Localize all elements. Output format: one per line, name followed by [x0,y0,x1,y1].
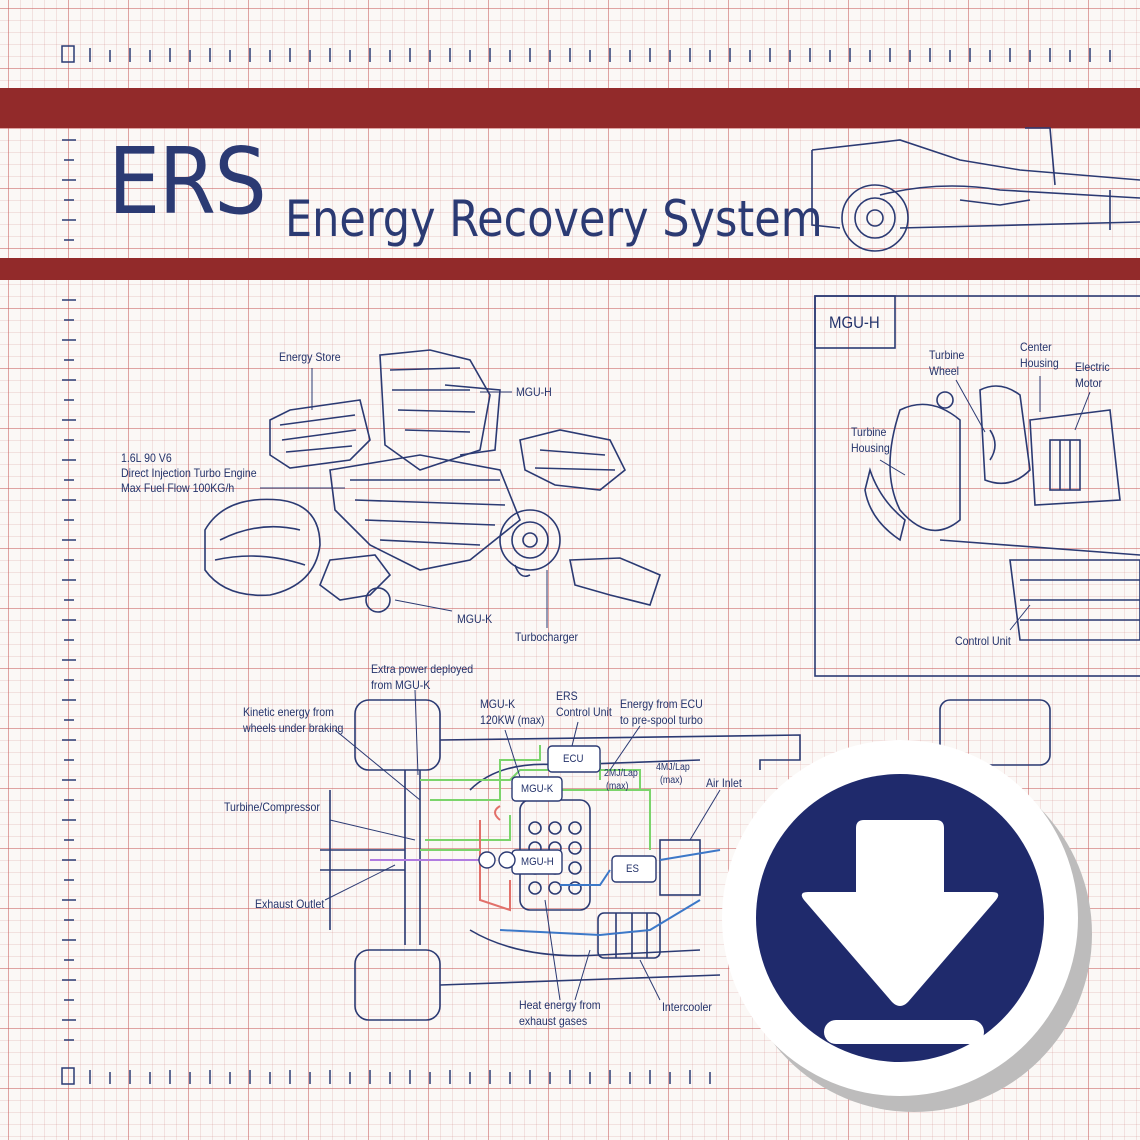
label-turbine-wheel-1: Turbine [929,348,965,362]
label-ers-cu-2: Control Unit [556,705,612,719]
label-mgu-k: MGU-K [457,612,493,626]
label-extra-power-2: from MGU-K [371,678,431,692]
ruler-bottom [61,1067,711,1085]
mguh-cutaway-drawing [864,385,1140,641]
top-band [0,88,1140,128]
label-exhaust-outlet: Exhaust Outlet [255,897,325,911]
label-turbine-housing-2: Housing [851,441,890,455]
label-turbocharger: Turbocharger [515,630,579,644]
download-arrow-icon [801,820,999,1044]
label-4mj-2: (max) [660,775,683,786]
label-es-box: ES [626,863,639,875]
car-side-view [811,127,1140,252]
label-energy-store: Energy Store [279,350,341,364]
ruler-left [62,139,76,1041]
engine-leader-lines [260,368,548,628]
mguh-panel-title: MGU-H [829,313,880,332]
label-ecu-energy-1: Energy from ECU [620,697,703,711]
label-mguh-box: MGU-H [521,856,554,868]
label-mguk-1: MGU-K [480,697,516,711]
page-title: ERS [108,128,267,235]
label-mguk-2: 120KW (max) [480,713,545,727]
car-layout-drawing [320,699,1051,1021]
mguh-leader-lines [879,376,1091,631]
label-engine-line2: Direct Injection Turbo Engine [121,466,257,480]
label-center-housing-2: Housing [1020,356,1059,370]
label-engine-line1: 1.6L 90 V6 [121,451,172,465]
label-4mj-1: 4MJ/Lap [656,762,690,773]
label-2mj-1: 2MJ/Lap [604,768,638,779]
label-turbine-compressor: Turbine/Compressor [224,800,320,814]
label-electric-motor-2: Motor [1075,376,1103,390]
label-ecu-box: ECU [563,753,584,765]
label-ecu-energy-2: to pre-spool turbo [620,713,703,727]
label-ers-cu-1: ERS [556,689,578,703]
label-control-unit: Control Unit [955,634,1011,648]
label-mguk-box: MGU-K [521,783,554,795]
layout-boxes [478,745,657,883]
label-heat-energy-2: exhaust gases [519,1014,588,1028]
download-badge-inner [756,774,1044,1062]
mguh-panel-frame [814,295,1140,677]
ruler-top [61,45,1111,63]
label-mgu-h: MGU-H [516,385,552,399]
download-badge[interactable] [722,740,1078,1096]
label-turbine-wheel-2: Wheel [929,364,959,378]
label-engine-line3: Max Fuel Flow 100KG/h [121,481,235,495]
label-turbine-housing-1: Turbine [851,425,887,439]
label-kinetic-2: wheels under braking [243,721,344,735]
bottom-band [0,258,1140,280]
layout-leader-lines [324,689,721,1001]
label-heat-energy-1: Heat energy from [519,998,601,1012]
label-center-housing-1: Center [1020,340,1052,354]
label-air-inlet: Air Inlet [706,776,742,790]
label-intercooler: Intercooler [662,1000,712,1014]
label-kinetic-1: Kinetic energy from [243,705,334,719]
label-extra-power-1: Extra power deployed [371,662,474,676]
label-2mj-2: (max) [606,781,629,792]
page-subtitle: Energy Recovery System [285,190,823,248]
label-electric-motor-1: Electric [1075,360,1110,374]
engine-assembly-drawing [204,349,661,613]
